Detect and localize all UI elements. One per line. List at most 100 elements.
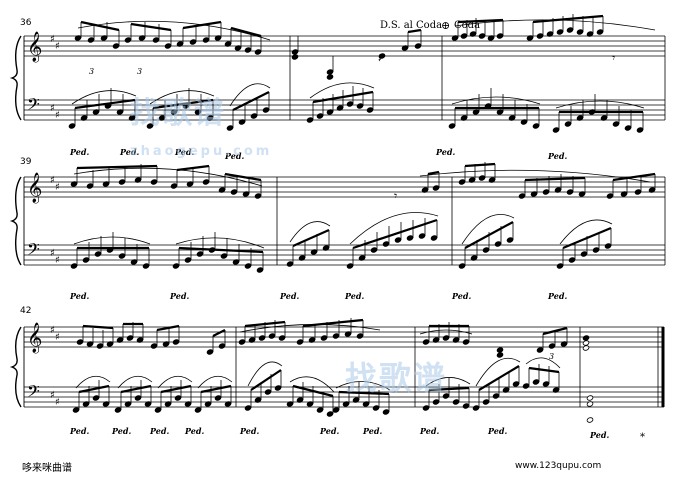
- note-head: [250, 113, 258, 119]
- note-head: [244, 405, 252, 411]
- note-head: [532, 379, 540, 385]
- note-beam: [338, 390, 390, 396]
- note-head: [566, 27, 574, 33]
- note-beam: [176, 164, 210, 172]
- slur: [349, 212, 439, 245]
- note-head: [378, 53, 386, 59]
- slur: [451, 96, 541, 105]
- watermark-brand: 找歌谱: [345, 359, 448, 397]
- note-head: [356, 333, 364, 339]
- pedal-mark: Ped.: [112, 426, 132, 436]
- note-head: [256, 267, 264, 273]
- pedal-mark: Ped.: [280, 291, 300, 301]
- note-head: [320, 335, 328, 341]
- note-head: [70, 263, 78, 269]
- note-head: [422, 405, 430, 411]
- note-head: [226, 125, 234, 131]
- slur: [525, 357, 561, 369]
- note-head: [291, 49, 299, 55]
- note-head: [472, 405, 480, 411]
- note-head: [124, 37, 132, 43]
- note-head: [432, 185, 440, 191]
- note-head: [586, 401, 594, 407]
- pedal-mark: Ped.: [175, 147, 195, 157]
- note-head: [268, 333, 276, 339]
- slur: [239, 324, 381, 333]
- slur: [157, 375, 193, 389]
- triplet-mark: 3: [137, 67, 143, 76]
- note-head: [406, 235, 414, 241]
- treble-clef-icon: 𝄞: [27, 322, 42, 354]
- note-head: [316, 407, 324, 413]
- note-head: [576, 29, 584, 35]
- note-head: [264, 389, 272, 395]
- note-beam: [212, 329, 226, 337]
- sharp-icon: ♯: [50, 325, 55, 336]
- note-head: [172, 263, 180, 269]
- sharp-icon: ♯: [55, 332, 60, 343]
- slur: [289, 221, 331, 243]
- note-beam: [130, 22, 172, 32]
- note-head: [356, 103, 364, 109]
- note-head: [118, 253, 126, 259]
- note-head: [114, 407, 122, 413]
- note-head: [592, 247, 600, 253]
- treble-clef-icon: 𝄞: [27, 172, 42, 204]
- ds-al-coda-marking: D.S. al Coda: [380, 20, 443, 31]
- note-beam: [312, 90, 374, 104]
- pedal-release-icon: *: [640, 432, 645, 443]
- slur: [175, 237, 265, 249]
- note-head: [580, 251, 588, 257]
- note-head: [184, 257, 192, 263]
- note-head: [164, 43, 172, 49]
- slur: [475, 357, 521, 387]
- note-head: [332, 407, 340, 413]
- note-beam: [464, 162, 496, 168]
- note-beam: [407, 28, 422, 34]
- slur: [419, 329, 473, 335]
- note-head: [202, 179, 210, 185]
- note-head: [522, 383, 530, 389]
- slur: [335, 381, 391, 391]
- pedal-mark: Ped.: [150, 426, 170, 436]
- slur: [309, 82, 375, 99]
- pedal-mark: Ped.: [436, 147, 456, 157]
- note-head: [582, 345, 590, 351]
- note-head: [244, 263, 252, 269]
- note-head: [624, 125, 632, 131]
- note-head: [92, 395, 100, 401]
- measure-number-42: 42: [20, 306, 32, 316]
- pedal-mark: Ped.: [488, 426, 508, 436]
- slur: [461, 214, 515, 245]
- note-head: [142, 263, 150, 269]
- pedal-mark: Ped.: [70, 147, 90, 157]
- pedal-mark: Ped.: [240, 426, 260, 436]
- note-head: [332, 333, 340, 339]
- note-beam: [156, 324, 180, 332]
- triplet-mark: 3: [89, 67, 95, 76]
- note-beam: [292, 228, 330, 248]
- pedal-mark: Ped.: [120, 147, 140, 157]
- note-head: [636, 127, 644, 133]
- note-head: [492, 393, 500, 399]
- note-beam: [302, 318, 364, 328]
- note-head: [548, 343, 556, 349]
- note-head: [274, 385, 282, 391]
- pedal-mark: Ped.: [320, 426, 340, 436]
- note-head: [496, 347, 504, 353]
- pedal-mark: Ped.: [452, 291, 472, 301]
- note-head: [194, 407, 202, 413]
- note-head: [174, 395, 182, 401]
- slur: [425, 377, 471, 387]
- note-head: [542, 381, 550, 387]
- note-head: [512, 381, 520, 387]
- pedal-mark: Ped.: [420, 426, 440, 436]
- note-beam: [352, 218, 438, 250]
- watermark-brand: 找歌谱: [130, 96, 226, 131]
- note-head: [76, 339, 84, 345]
- note-head: [316, 113, 324, 119]
- note-head: [370, 247, 378, 253]
- note-head: [536, 347, 544, 353]
- note-beam: [82, 324, 114, 330]
